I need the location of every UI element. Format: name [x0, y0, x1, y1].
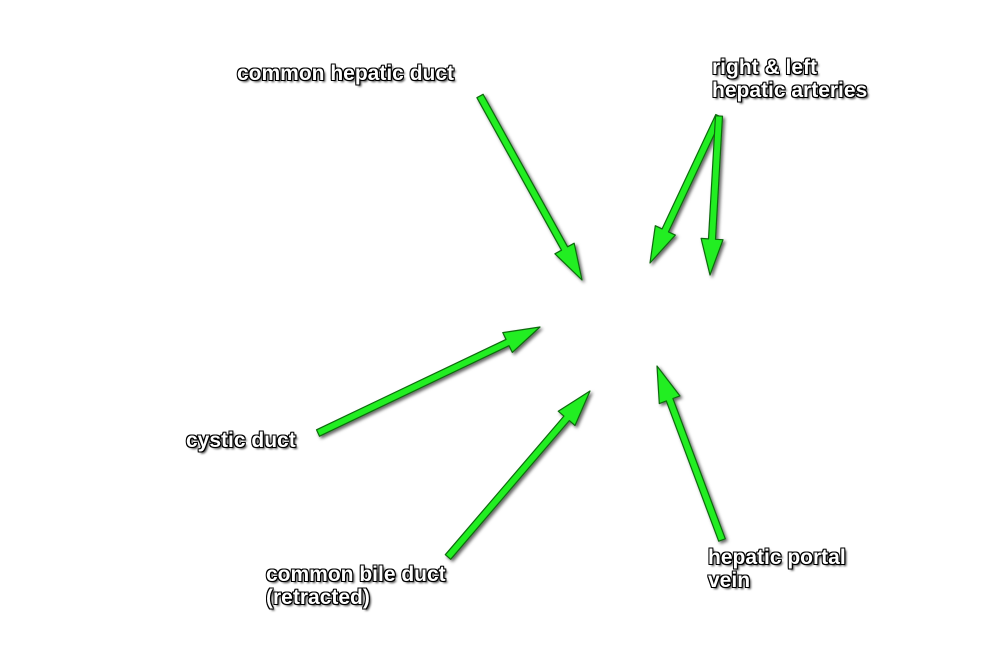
label-cystic-duct-line1: cystic duct [186, 429, 296, 452]
arrow-right-hepatic-artery [649, 113, 723, 264]
label-hepatic-portal-vein-line1: hepatic portal [708, 546, 846, 569]
label-common-hepatic-duct: common hepatic duct [237, 62, 454, 85]
label-hepatic-arteries-line1: right & left [712, 56, 817, 79]
arrow-left-hepatic-artery [700, 115, 724, 276]
label-common-bile-duct-line1: common bile duct [266, 563, 446, 586]
label-common-bile-duct-line2: (retracted) [266, 586, 370, 609]
label-common-hepatic-duct-line1: common hepatic duct [237, 62, 455, 85]
label-hepatic-portal-vein: hepatic portal vein [708, 546, 846, 592]
label-hepatic-arteries: right & left hepatic arteries [712, 56, 867, 102]
arrow-hepatic-portal-vein [656, 365, 726, 542]
arrow-common-hepatic-duct [476, 93, 583, 281]
label-cystic-duct: cystic duct [186, 429, 296, 452]
label-hepatic-portal-vein-line2: vein [708, 569, 751, 592]
arrow-cystic-duct [315, 326, 541, 437]
label-common-bile-duct: common bile duct (retracted) [266, 563, 446, 609]
label-hepatic-arteries-line2: hepatic arteries [712, 79, 868, 102]
arrow-common-bile-duct [444, 390, 591, 560]
